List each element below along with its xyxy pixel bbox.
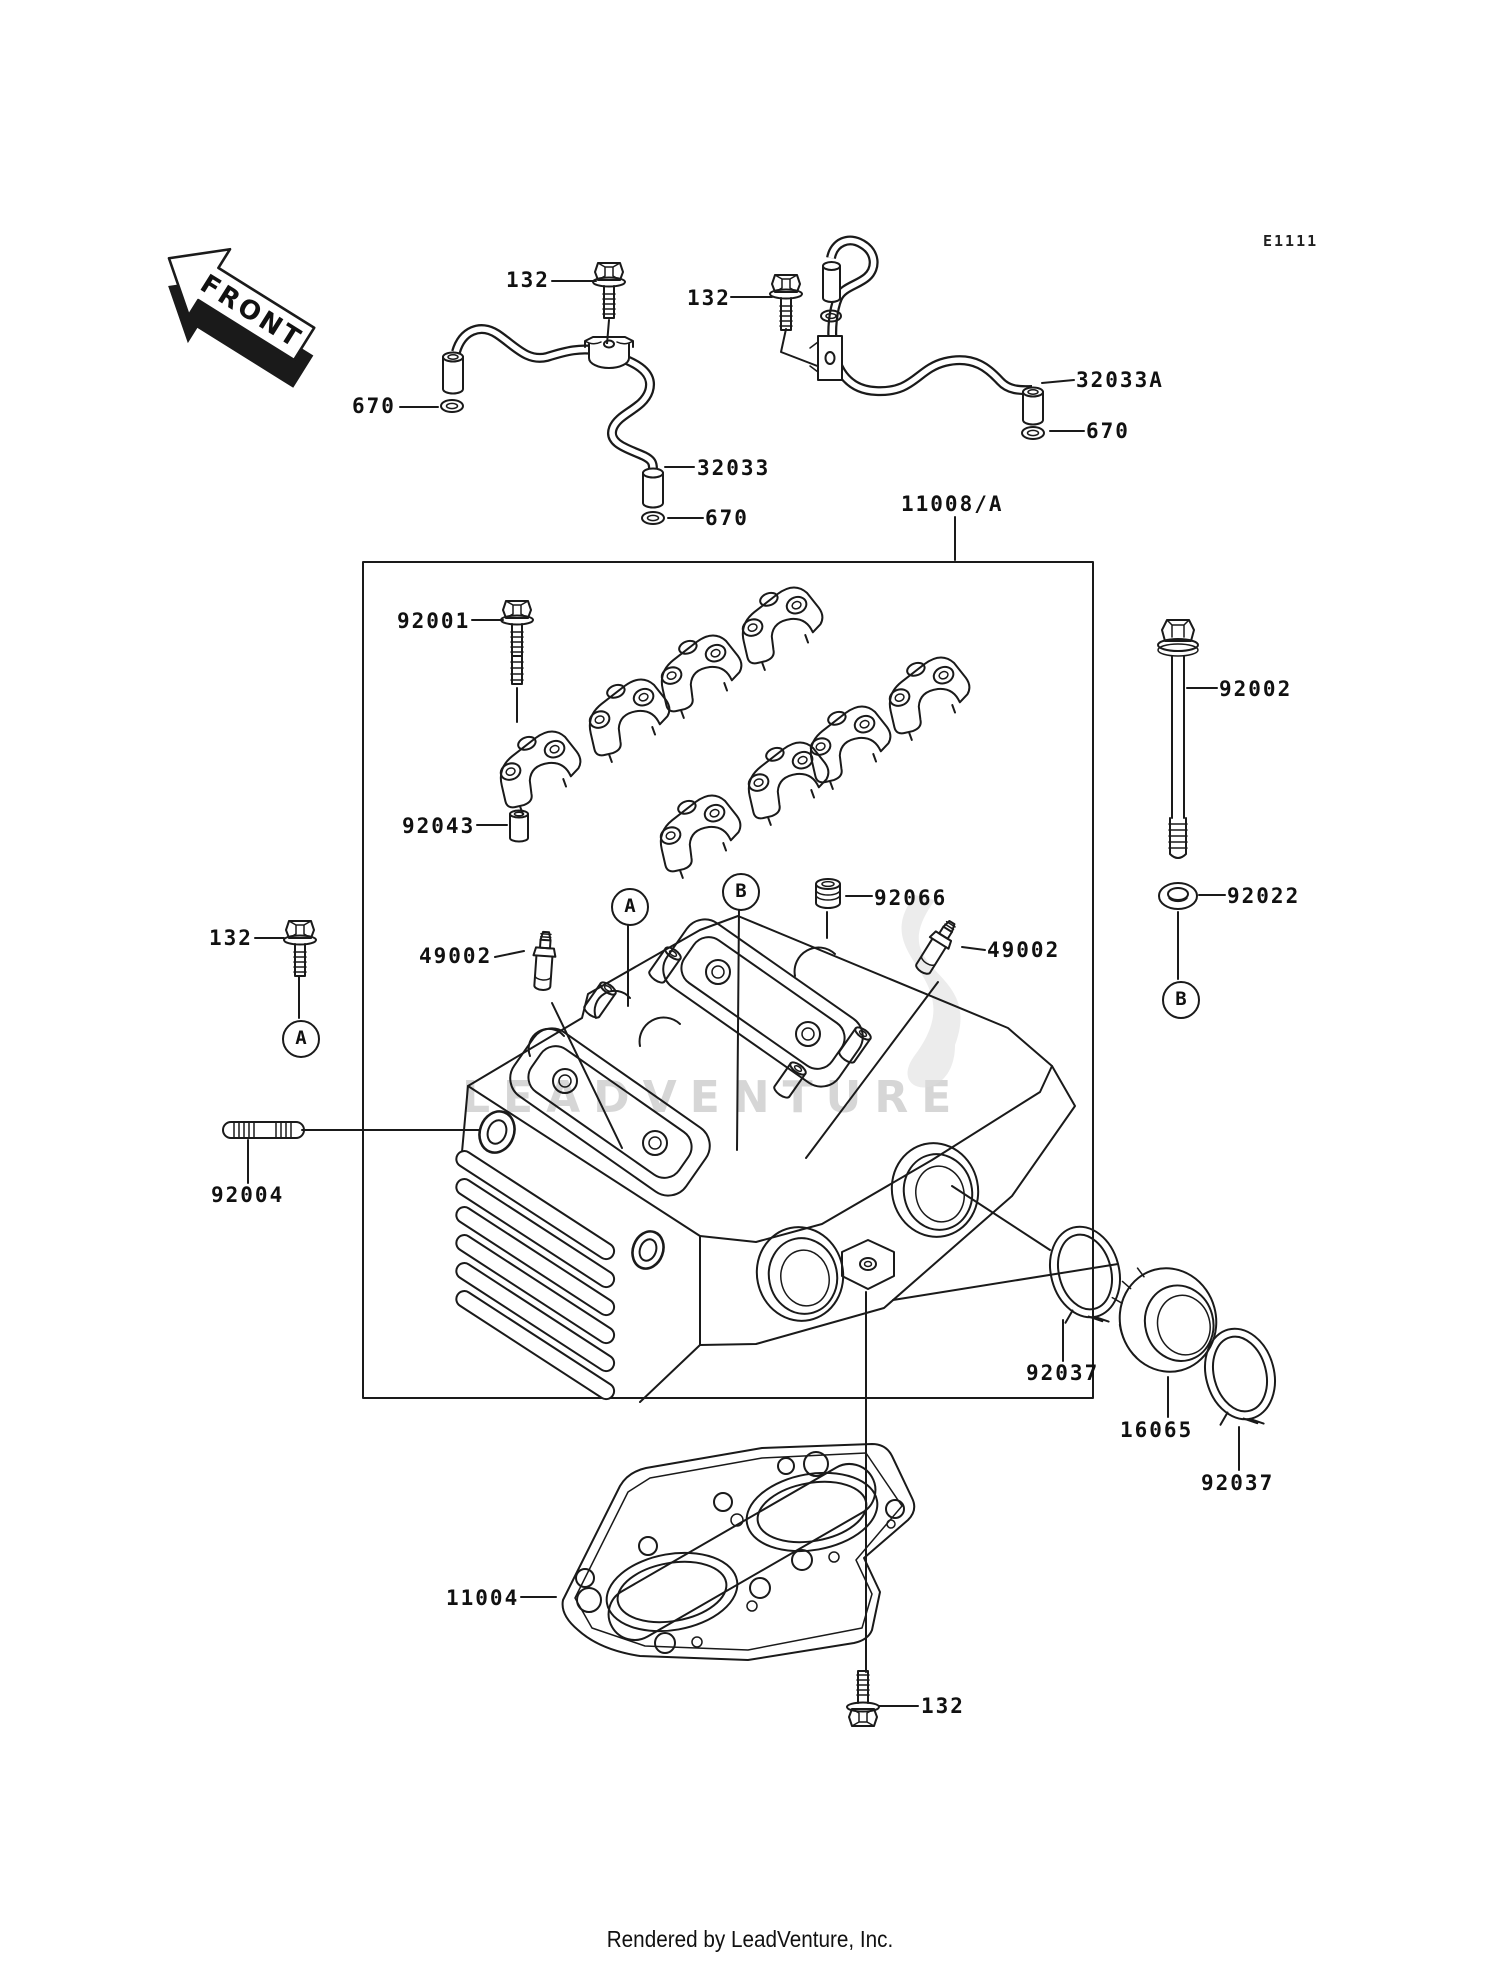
cylinder-head-assembly-box (362, 561, 1094, 1399)
stud-92004 (222, 1121, 305, 1139)
drawing-code: E1111 (1263, 232, 1319, 250)
reference-circle-A-1: A (611, 888, 649, 926)
leader-lines (247, 280, 1240, 1707)
part-callout-16065[interactable]: 16065 (1120, 1418, 1194, 1442)
pipe-bracket (809, 335, 843, 381)
part-callout-49002-left[interactable]: 49002 (419, 944, 493, 968)
part-callout-670-mid[interactable]: 670 (705, 506, 749, 530)
part-callout-132-top-right[interactable]: 132 (687, 286, 731, 310)
part-callout-32033A[interactable]: 32033A (1076, 368, 1164, 392)
oil-pipe-32033A (809, 235, 1044, 426)
part-callout-670-right[interactable]: 670 (1086, 419, 1130, 443)
o-ring-670-left (440, 399, 464, 413)
part-callout-92002[interactable]: 92002 (1219, 677, 1293, 701)
part-callout-92022[interactable]: 92022 (1227, 884, 1301, 908)
carburetor-holder-16065 (1111, 1267, 1218, 1373)
part-callout-670-left[interactable]: 670 (352, 394, 396, 418)
pipe-union-fitting (442, 356, 464, 395)
head-gasket-11004 (561, 1443, 916, 1661)
cylinder-head-11008 (455, 915, 1076, 1403)
part-callout-132-left[interactable]: 132 (209, 926, 253, 950)
part-callout-49002-right[interactable]: 49002 (987, 938, 1061, 962)
pipe-clamp (584, 336, 634, 369)
o-ring-670-right (1021, 426, 1045, 440)
part-callout-132-bottom[interactable]: 132 (921, 1694, 965, 1718)
part-callout-132-top-left[interactable]: 132 (506, 268, 550, 292)
part-callout-32033[interactable]: 32033 (697, 456, 771, 480)
bolt-92001 (500, 600, 534, 685)
o-ring-670-pipe-right-upper (820, 309, 842, 323)
plug-92066 (815, 878, 841, 909)
oil-pipe-32033 (442, 324, 664, 509)
washer-92022 (1158, 882, 1198, 910)
part-callout-92001[interactable]: 92001 (397, 609, 471, 633)
bolt-92002 (1157, 619, 1199, 859)
o-ring-670-mid (641, 511, 665, 525)
part-callout-92004[interactable]: 92004 (211, 1183, 285, 1207)
part-callout-11004[interactable]: 11004 (446, 1586, 520, 1610)
part-callout-92043[interactable]: 92043 (402, 814, 476, 838)
footer-credit: Rendered by LeadVenture, Inc. (606, 1926, 894, 1952)
cooling-fins (455, 1150, 616, 1401)
part-callout-11008-A[interactable]: 11008/A (901, 492, 1004, 516)
part-callout-92037-upper[interactable]: 92037 (1026, 1361, 1100, 1385)
reference-circle-B-3: B (1162, 981, 1200, 1019)
front-direction-arrow: FRONT (167, 247, 316, 388)
reference-circle-B-2: B (722, 873, 760, 911)
part-callout-92037-lower[interactable]: 92037 (1201, 1471, 1275, 1495)
part-callout-92066[interactable]: 92066 (874, 886, 948, 910)
reference-circle-A-0: A (282, 1020, 320, 1058)
